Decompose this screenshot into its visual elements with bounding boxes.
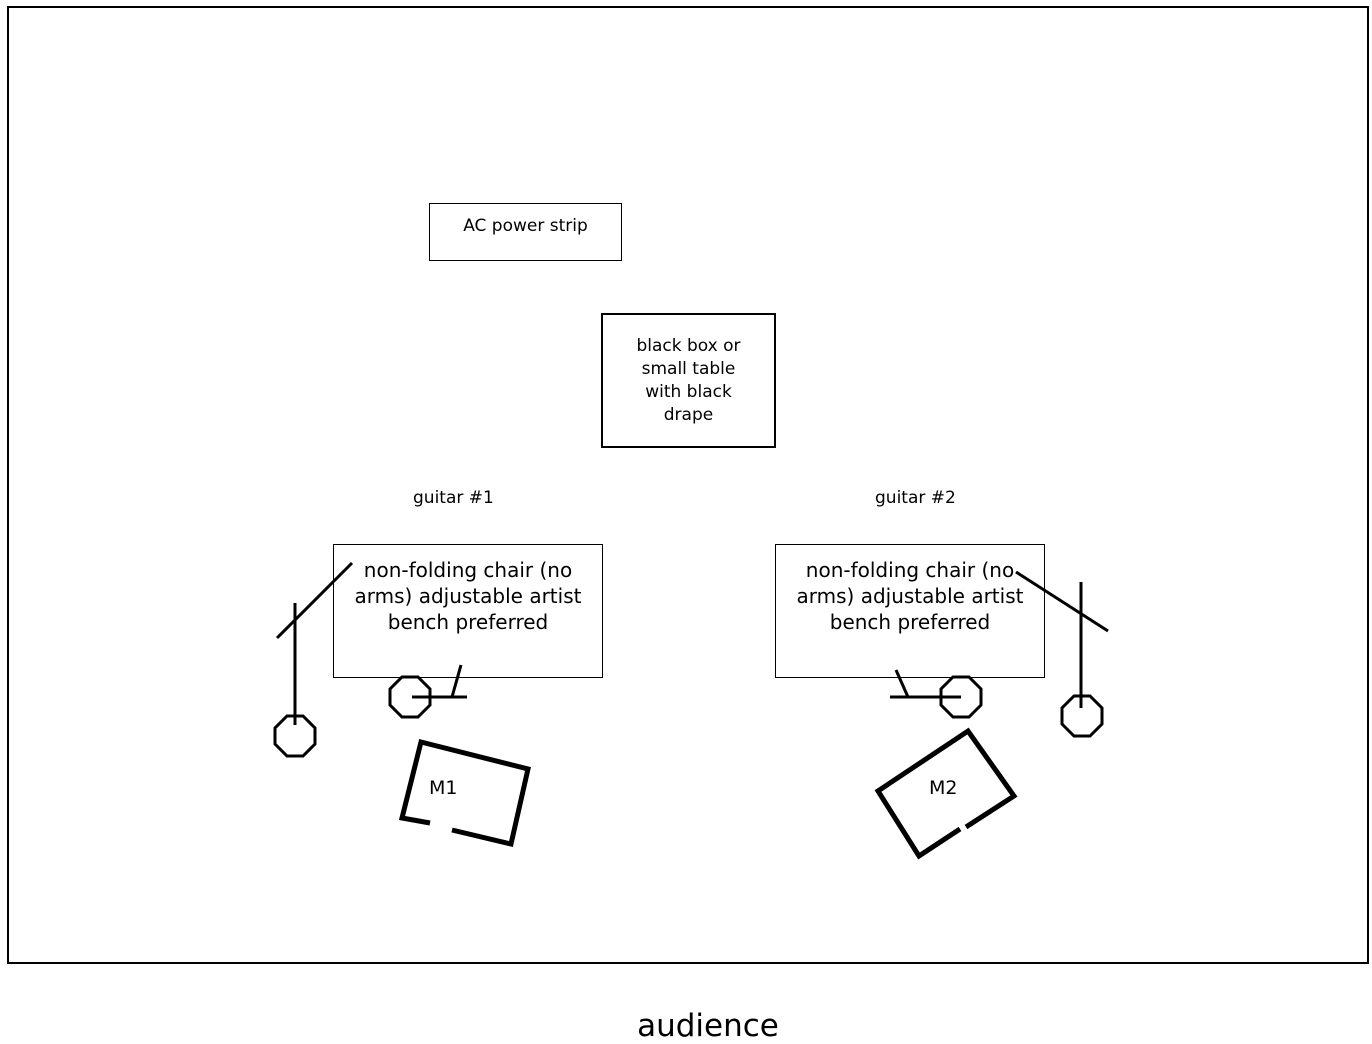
chair-1-label: non-folding chair (no arms) adjustable a… xyxy=(354,558,582,634)
guitar-1-label: guitar #1 xyxy=(413,488,494,508)
guitar-2-label: guitar #2 xyxy=(875,488,956,508)
stage-area xyxy=(7,6,1369,964)
black-box-label: black box or small table with black drap… xyxy=(636,335,741,425)
monitor-m2-label: M2 xyxy=(929,777,958,799)
monitor-m1-label: M1 xyxy=(429,777,458,799)
chair-2-label: non-folding chair (no arms) adjustable a… xyxy=(796,558,1024,634)
chair-guitar-2: non-folding chair (no arms) adjustable a… xyxy=(775,544,1045,678)
ac-power-strip: AC power strip xyxy=(429,203,622,261)
black-box-table: black box or small table with black drap… xyxy=(601,313,776,448)
audience-label: audience xyxy=(637,1008,779,1044)
chair-guitar-1: non-folding chair (no arms) adjustable a… xyxy=(333,544,603,678)
ac-power-strip-label: AC power strip xyxy=(463,216,588,236)
